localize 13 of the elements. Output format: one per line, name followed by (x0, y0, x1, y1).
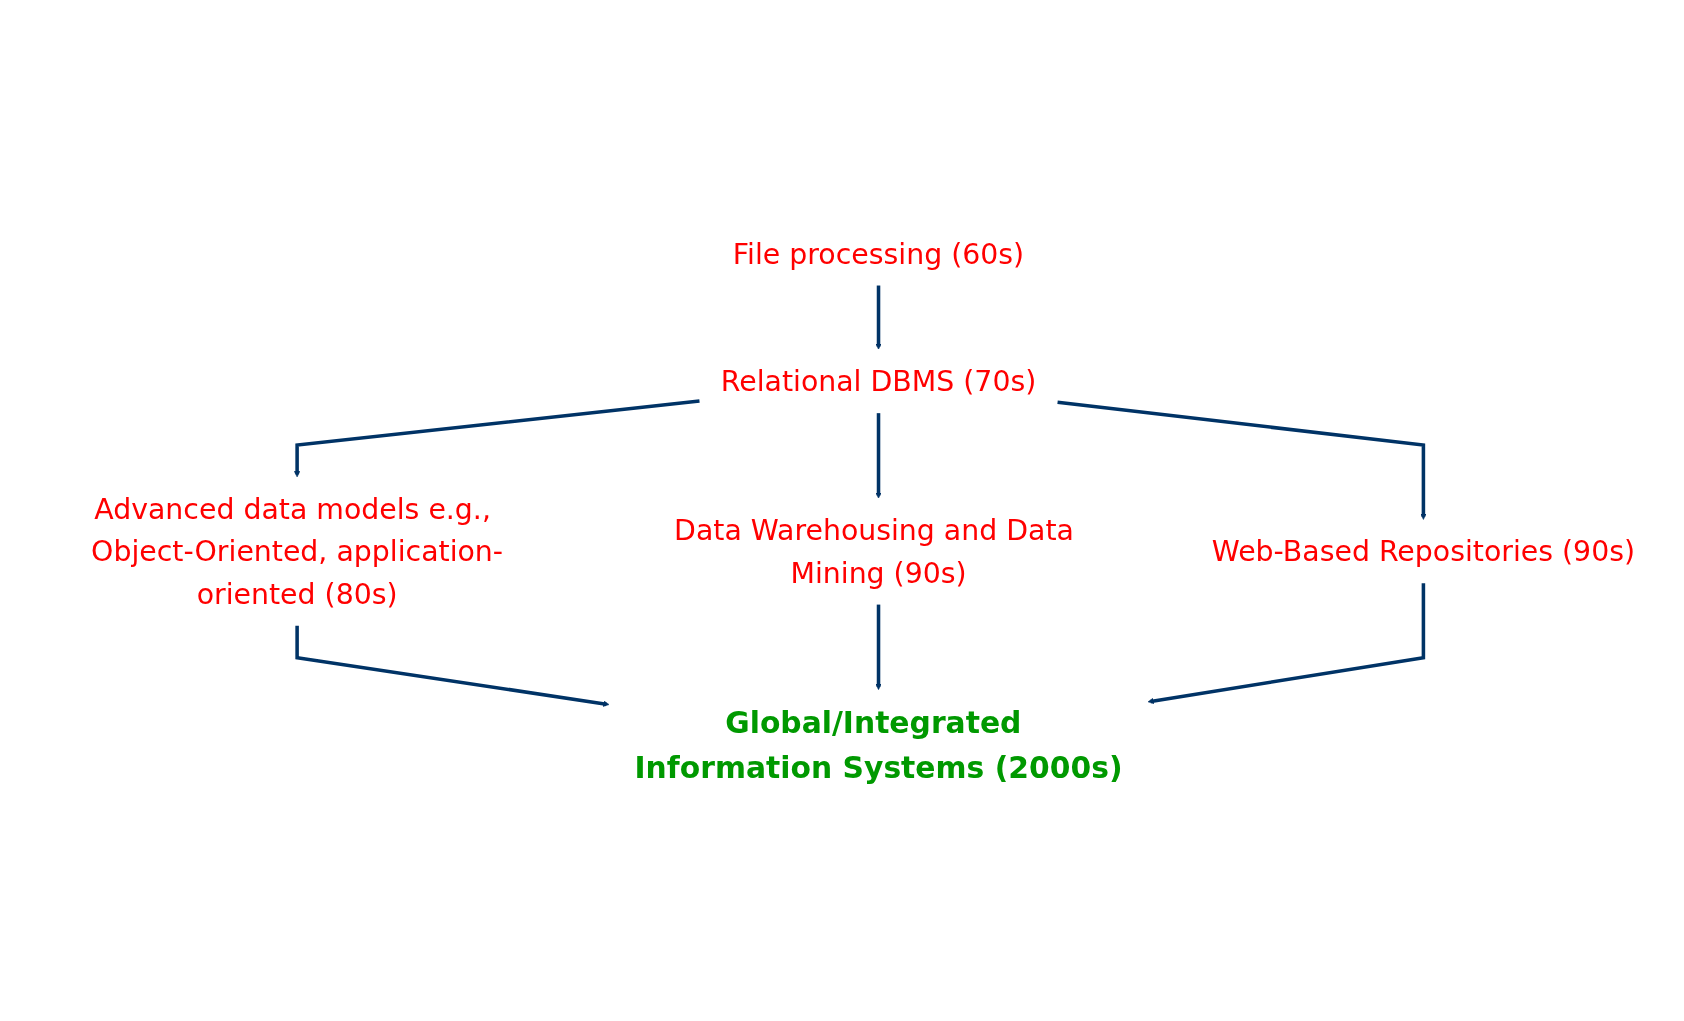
arrow (1057, 399, 1427, 520)
arrow (295, 625, 610, 707)
arrow (875, 604, 882, 690)
node-text: Relational DBMS (70s) (720, 364, 1037, 398)
node-text: File processing (60s) (732, 236, 1025, 270)
node-text: Web-Based Repositories (90s) (1211, 534, 1636, 568)
node-text: Global/Integrated Information Systems (2000s) (634, 704, 1123, 785)
arrow (294, 398, 700, 477)
arrow (875, 412, 882, 498)
node-text: Advanced data models e.g., Object-Oriented, application-oriented (80s) (91, 492, 504, 610)
node-text: Data Warehousing and Data Mining (90s) (674, 513, 1074, 589)
arrow (875, 285, 882, 350)
arrow (1147, 582, 1426, 704)
